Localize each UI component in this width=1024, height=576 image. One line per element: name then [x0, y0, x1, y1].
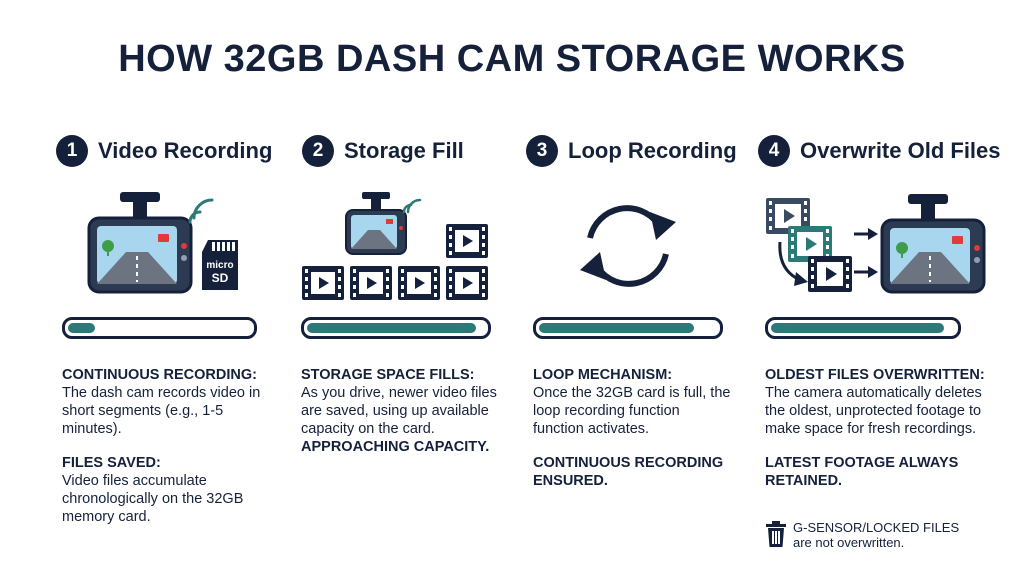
step-3-body-1: Once the 32GB card is full, the loop rec… — [533, 385, 731, 437]
step-1-number: 1 — [56, 135, 88, 167]
step-2-number: 2 — [302, 135, 334, 167]
sd-card-sublabel: SD — [212, 271, 229, 285]
step-2-title: Storage Fill — [344, 138, 464, 163]
step-3-heading-2: CONTINUOUS RECORDING ENSURED. — [533, 455, 724, 489]
step-1-storage-fill — [68, 323, 96, 333]
locked-files-note: G-SENSOR/LOCKED FILES are not overwritte… — [765, 520, 959, 550]
step-1-heading-2: FILES SAVED: — [62, 455, 161, 471]
step-2-heading-2: APPROACHING CAPACITY. — [301, 439, 490, 455]
step-1-body-1: The dash cam records video in short segm… — [62, 385, 261, 437]
video-file-icon — [302, 266, 344, 300]
step-3-header: 3 Loop Recording — [526, 134, 737, 168]
video-file-icon — [446, 266, 488, 300]
arrow-right-icon — [854, 266, 878, 278]
step-2-description: STORAGE SPACE FILLS: As you drive, newer… — [301, 366, 501, 456]
step-4-storage-bar — [765, 317, 961, 339]
step-4-heading-2: LATEST FOOTAGE ALWAYS RETAINED. — [765, 455, 959, 489]
video-file-icon — [350, 266, 392, 300]
step-1-body-2: Video files accumulate chronologically o… — [62, 473, 244, 525]
step-3-storage-fill — [539, 323, 694, 333]
loop-arrows-icon — [580, 205, 676, 287]
step-4-description: OLDEST FILES OVERWRITTEN: The camera aut… — [765, 366, 995, 490]
page-title: HOW 32GB DASH CAM STORAGE WORKS — [118, 38, 906, 80]
step-3-description: LOOP MECHANISM: Once the 32GB card is fu… — [533, 366, 733, 490]
step-1-description: CONTINUOUS RECORDING: The dash cam recor… — [62, 366, 272, 526]
step-4-illustration — [766, 194, 986, 294]
step-4-heading-1: OLDEST FILES OVERWRITTEN: — [765, 367, 985, 383]
step-2-illustration — [302, 192, 488, 300]
step-1-title: Video Recording — [98, 138, 273, 163]
note-line-1: G-SENSOR/LOCKED FILES — [793, 520, 960, 535]
sd-card-label: micro — [206, 260, 233, 271]
step-4-body-1: The camera automatically deletes the old… — [765, 385, 982, 437]
step-2-storage-fill — [307, 323, 477, 333]
step-2-header: 2 Storage Fill — [302, 134, 464, 168]
arrow-right-icon — [854, 228, 878, 240]
step-2-storage-bar — [301, 317, 491, 339]
dash-cam-icon — [880, 194, 986, 294]
step-3-storage-bar — [533, 317, 723, 339]
step-3-title: Loop Recording — [568, 138, 737, 163]
step-4-header: 4 Overwrite Old Files — [758, 134, 1001, 168]
step-2-heading-1: STORAGE SPACE FILLS: — [301, 367, 475, 383]
micro-sd-card-icon: micro SD — [202, 240, 238, 290]
video-file-icon — [398, 266, 440, 300]
note-line-2: are not overwritten. — [793, 535, 905, 550]
step-4-number: 4 — [758, 135, 790, 167]
step-1-heading-1: CONTINUOUS RECORDING: — [62, 367, 257, 383]
dash-cam-icon — [87, 192, 193, 294]
trash-icon — [766, 521, 786, 547]
step-1-header: 1 Video Recording — [56, 134, 272, 168]
video-file-icon — [446, 224, 488, 258]
step-3-number: 3 — [526, 135, 558, 167]
video-file-icon — [808, 256, 852, 292]
step-1-storage-bar — [62, 317, 257, 339]
step-4-title: Overwrite Old Files — [800, 138, 1001, 163]
step-2-body-1: As you drive, newer video files are save… — [301, 385, 497, 437]
wifi-signal-icon — [188, 198, 214, 224]
dash-cam-icon — [345, 192, 422, 255]
step-4-storage-fill — [771, 323, 944, 333]
step-3-heading-1: LOOP MECHANISM: — [533, 367, 673, 383]
step-1-illustration: micro SD — [87, 192, 238, 294]
